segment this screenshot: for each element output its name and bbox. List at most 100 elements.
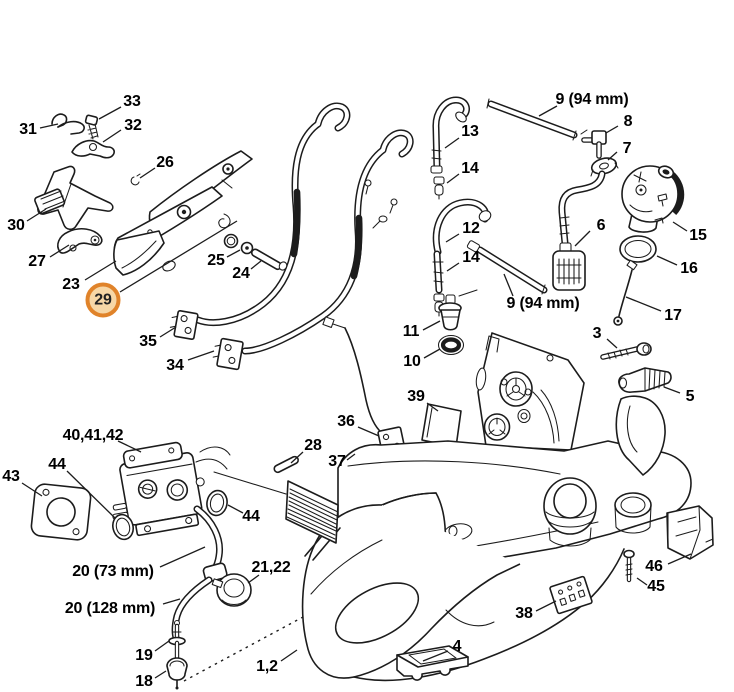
leader-line	[159, 546, 206, 568]
part-3-screw-drawing	[603, 342, 652, 359]
part-callout-12[interactable]: 12	[462, 220, 480, 237]
part-18-grommet-drawing	[166, 657, 188, 690]
part-44-oring-left-drawing	[112, 513, 134, 541]
leader-line	[423, 348, 441, 359]
leader-line	[250, 260, 262, 270]
part-33-drawing	[84, 114, 99, 140]
part-35-drawing	[169, 309, 199, 341]
part-callout-10[interactable]: 10	[403, 353, 421, 370]
part-16-oring-drawing	[619, 235, 657, 263]
part-callout-35[interactable]: 35	[139, 333, 157, 350]
leader-line	[422, 650, 449, 662]
leader-line	[574, 230, 591, 247]
part-callout-32[interactable]: 32	[124, 117, 142, 134]
part-callout-29-selected[interactable]: 29	[85, 282, 121, 318]
leader-line	[39, 123, 59, 129]
part-27-drawing	[57, 227, 103, 254]
part-callout-31[interactable]: 31	[19, 121, 37, 138]
leader-line	[346, 453, 356, 461]
part-callout-6[interactable]: 6	[596, 217, 606, 234]
part-callout-44[interactable]: 44	[242, 508, 260, 525]
part-26-drawing	[130, 173, 141, 186]
leader-line	[21, 482, 43, 497]
part-callout-3[interactable]: 3	[592, 325, 602, 342]
leader-line	[636, 577, 648, 586]
leader-line	[667, 553, 692, 565]
part-callout-9-94-mm-[interactable]: 9 (94 mm)	[555, 91, 629, 108]
part-callout-40-41-42[interactable]: 40,41,42	[62, 427, 124, 444]
part-13-drawing	[430, 100, 468, 174]
part-6-filter-drawing	[552, 174, 602, 291]
part-callout-1-2[interactable]: 1,2	[256, 658, 278, 675]
part-callout-37[interactable]: 37	[328, 453, 346, 470]
part-callout-4[interactable]: 4	[452, 638, 462, 655]
part-callout-30[interactable]: 30	[7, 217, 25, 234]
part-callout-34[interactable]: 34	[166, 357, 184, 374]
part-callout-45[interactable]: 45	[647, 578, 665, 595]
part-callout-14[interactable]: 14	[462, 249, 480, 266]
part-callout-8[interactable]: 8	[623, 113, 633, 130]
leader-line	[117, 440, 142, 453]
part-callout-20-73-mm-[interactable]: 20 (73 mm)	[72, 563, 154, 580]
leader-line	[66, 470, 116, 519]
part-callout-36[interactable]: 36	[337, 413, 355, 430]
leader-line	[605, 125, 619, 134]
leader-line	[445, 233, 460, 243]
part-46-cover-drawing	[666, 505, 714, 560]
part-9-lower-tube-drawing	[466, 240, 545, 295]
leader-line	[247, 574, 260, 584]
part-callout-21-22[interactable]: 21,22	[251, 559, 291, 576]
part-callout-5[interactable]: 5	[685, 388, 695, 405]
part-callout-23[interactable]: 23	[62, 276, 80, 293]
leader-line	[226, 249, 241, 258]
part-7-grommet-drawing	[590, 157, 619, 177]
part-44-oring-right-drawing	[206, 489, 228, 517]
part-5-drawing	[618, 367, 672, 393]
part-callout-18[interactable]: 18	[135, 673, 153, 690]
leader-line	[227, 504, 244, 514]
leader-line	[159, 326, 177, 338]
part-callout-9-94-mm-[interactable]: 9 (94 mm)	[506, 295, 580, 312]
part-callout-43[interactable]: 43	[2, 468, 20, 485]
part-10-drawing	[437, 334, 465, 356]
part-24-drawing	[250, 248, 288, 271]
part-callout-25[interactable]: 25	[207, 252, 225, 269]
leader-line	[26, 208, 47, 222]
part-38-label-drawing	[549, 575, 593, 615]
leader-lines	[21, 105, 692, 679]
part-callout-33[interactable]: 33	[123, 93, 141, 110]
part-callout-14[interactable]: 14	[461, 160, 479, 177]
part-callout-38[interactable]: 38	[515, 605, 533, 622]
part-callout-26[interactable]: 26	[156, 154, 174, 171]
leader-line	[102, 129, 122, 143]
part-callout-44[interactable]: 44	[48, 456, 66, 473]
leader-line	[119, 220, 238, 293]
part-callout-16[interactable]: 16	[680, 260, 698, 277]
part-43-gasket-drawing	[30, 483, 92, 541]
part-callout-7[interactable]: 7	[622, 140, 632, 157]
part-louver-vent-drawing	[285, 480, 339, 544]
part-callout-20-128-mm-[interactable]: 20 (128 mm)	[64, 600, 156, 617]
leader-line	[663, 386, 681, 394]
part-callout-28[interactable]: 28	[304, 437, 322, 454]
part-callout-46[interactable]: 46	[645, 558, 663, 575]
part-callout-17[interactable]: 17	[664, 307, 682, 324]
part-25-drawing	[223, 233, 254, 255]
leader-line	[290, 451, 304, 464]
part-34-drawing	[212, 337, 244, 371]
part-callout-15[interactable]: 15	[689, 227, 707, 244]
part-callout-27[interactable]: 27	[28, 253, 46, 270]
part-callout-11[interactable]: 11	[402, 323, 420, 340]
leader-line	[422, 320, 441, 331]
part-callout-39[interactable]: 39	[407, 388, 425, 405]
part-wiring-harness-drawing	[198, 106, 410, 351]
leader-line	[139, 167, 156, 179]
leader-line	[426, 402, 439, 412]
leader-line	[187, 350, 215, 361]
leader-line	[656, 255, 678, 266]
part-17-wire-drawing	[613, 259, 638, 326]
part-12-drawing	[432, 202, 492, 290]
part-callout-24[interactable]: 24	[232, 265, 250, 282]
part-callout-13[interactable]: 13	[461, 123, 479, 140]
part-callout-19[interactable]: 19	[135, 647, 153, 664]
